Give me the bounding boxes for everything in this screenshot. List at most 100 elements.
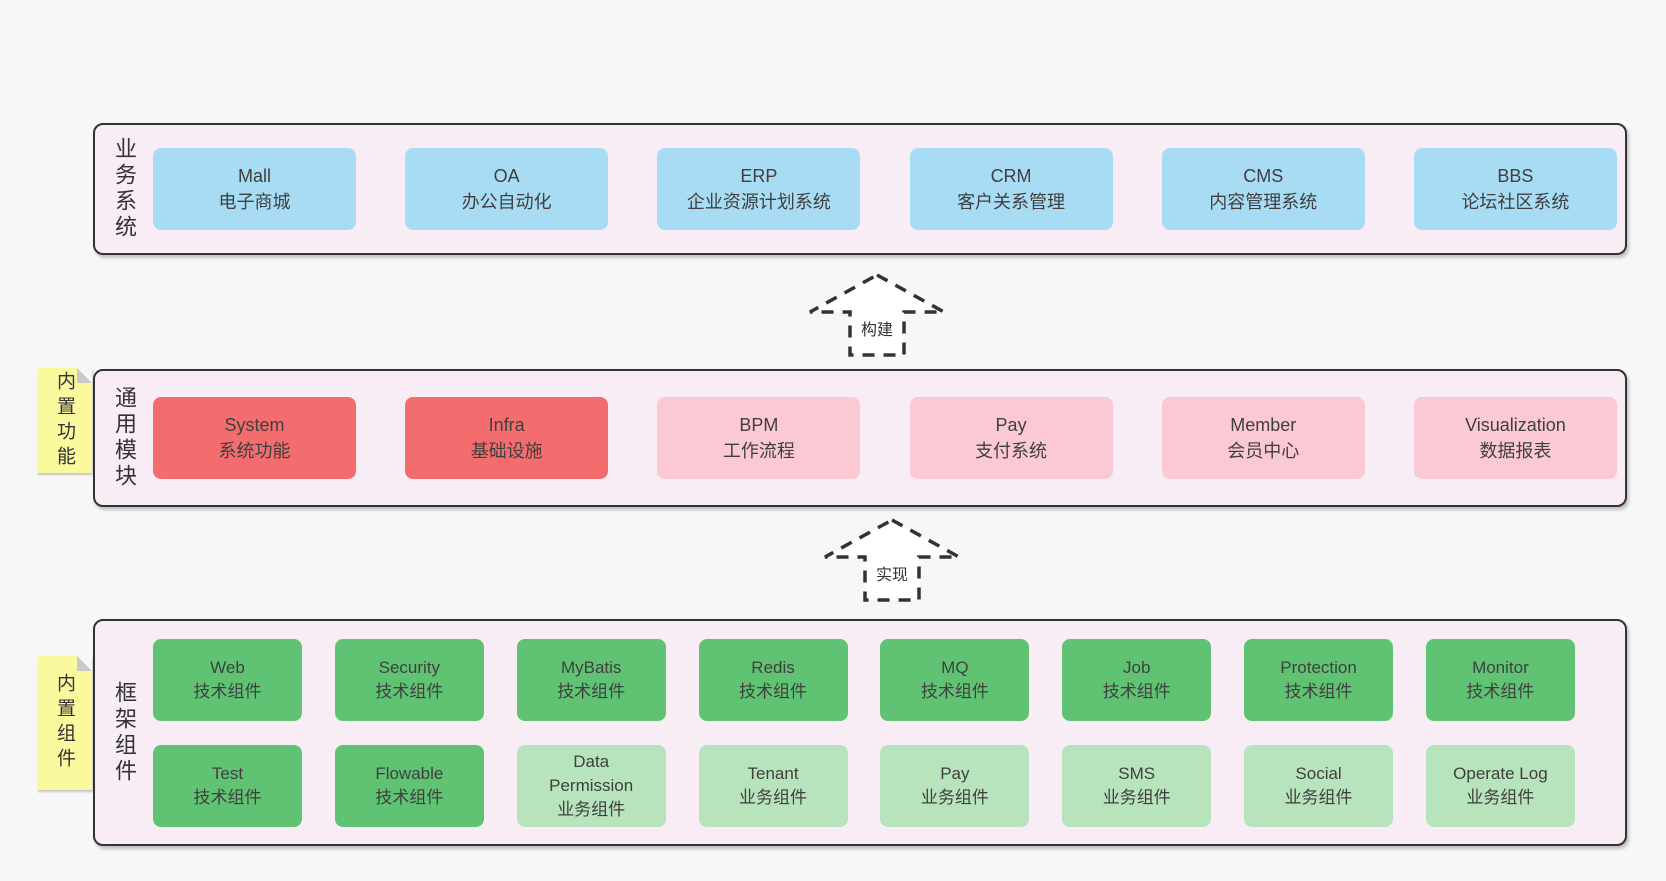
box-subtitle: 技术组件 [557, 681, 626, 701]
box-subtitle: 客户关系管理 [957, 192, 1066, 212]
arrow-build-label: 构建 [857, 316, 897, 340]
section-framework-components: 框架组件 Web 技术组件 Security 技术组件 MyBatis 技术组件… [93, 619, 1627, 846]
box-subtitle: 技术组件 [193, 681, 262, 701]
box-social: Social 业务组件 [1244, 744, 1394, 827]
box-subtitle: 电子商城 [218, 192, 291, 212]
box-oa: OA 办公自动化 [405, 148, 609, 230]
modules-box-row: System 系统功能 Infra 基础设施 BPM 工作流程 Pay 支付系统… [153, 371, 1617, 505]
box-subtitle: 业务组件 [920, 787, 989, 807]
box-visualization: Visualization 数据报表 [1413, 397, 1617, 479]
components-grid: Web 技术组件 Security 技术组件 MyBatis 技术组件 Redi… [153, 621, 1575, 844]
box-title: BBS [1497, 166, 1534, 186]
box-subtitle: 会员中心 [1227, 441, 1300, 461]
box-sms: SMS 业务组件 [1062, 744, 1212, 827]
box-bbs: BBS 论坛社区系统 [1413, 148, 1617, 230]
box-subtitle: 业务组件 [1284, 787, 1353, 807]
box-security: Security 技术组件 [334, 638, 484, 721]
up-arrow-icon [809, 273, 945, 357]
box-infra: Infra 基础设施 [405, 397, 609, 479]
box-crm: CRM 客户关系管理 [909, 148, 1113, 230]
box-title: Security [378, 657, 441, 677]
box-subtitle: 业务组件 [1466, 787, 1535, 807]
box-operate-log: Operate Log 业务组件 [1425, 744, 1575, 827]
arrow-build: 构建 [807, 272, 947, 358]
box-title: Flowable [375, 763, 444, 783]
box-pay: Pay 业务组件 [880, 744, 1030, 827]
box-title: Test [211, 763, 244, 783]
box-erp: ERP 企业资源计划系统 [657, 148, 861, 230]
box-subtitle: 内容管理系统 [1209, 192, 1318, 212]
box-subtitle: 技术组件 [1466, 681, 1535, 701]
box-title: BPM [739, 415, 779, 435]
section-business-label: 业务系统 [112, 137, 137, 241]
section-modules-label: 通用模块 [112, 386, 137, 490]
box-subtitle: 技术组件 [1284, 681, 1353, 701]
box-title: Protection [1280, 657, 1357, 677]
sticky-note-builtin-components: 内置组件 [37, 656, 92, 790]
components-row-1: Web 技术组件 Security 技术组件 MyBatis 技术组件 Redi… [153, 638, 1575, 721]
box-pay: Pay 支付系统 [909, 397, 1113, 479]
box-test: Test 技术组件 [153, 744, 302, 827]
section-common-modules: 通用模块 System 系统功能 Infra 基础设施 BPM 工作流程 Pay… [93, 369, 1627, 507]
arrow-implement: 实现 [822, 517, 962, 603]
box-title: Monitor [1472, 657, 1529, 677]
box-title: Pay [995, 415, 1027, 435]
box-subtitle: 工作流程 [722, 441, 795, 461]
box-title: CRM [990, 166, 1032, 186]
box-mybatis: MyBatis 技术组件 [516, 638, 666, 721]
box-title: Visualization [1465, 415, 1566, 435]
box-subtitle: 技术组件 [375, 787, 444, 807]
box-mall: Mall 电子商城 [153, 148, 356, 230]
box-subtitle: 基础设施 [470, 441, 543, 461]
box-title: Operate Log [1453, 763, 1548, 783]
box-cms: CMS 内容管理系统 [1161, 148, 1365, 230]
box-mq: MQ 技术组件 [880, 638, 1030, 721]
box-subtitle: 技术组件 [1102, 681, 1171, 701]
box-title: Data Permission [549, 751, 634, 795]
box-title: Redis [751, 657, 795, 677]
box-subtitle: 业务组件 [557, 799, 626, 819]
box-protection: Protection 技术组件 [1244, 638, 1394, 721]
box-subtitle: 技术组件 [375, 681, 444, 701]
box-title: Infra [488, 415, 525, 435]
box-title: Mall [237, 166, 271, 186]
up-arrow-icon [824, 518, 960, 602]
box-web: Web 技术组件 [153, 638, 302, 721]
box-subtitle: 论坛社区系统 [1461, 192, 1570, 212]
box-system: System 系统功能 [153, 397, 356, 479]
box-bpm: BPM 工作流程 [657, 397, 861, 479]
box-job: Job 技术组件 [1062, 638, 1212, 721]
box-subtitle: 业务组件 [739, 787, 808, 807]
box-data-permission: Data Permission 业务组件 [516, 744, 666, 827]
box-title: ERP [740, 166, 778, 186]
box-subtitle: 技术组件 [739, 681, 808, 701]
sticky-note-builtin-functions: 内置功能 [37, 368, 92, 473]
components-row-2: Test 技术组件 Flowable 技术组件 Data Permission … [153, 744, 1575, 827]
box-title: Tenant [747, 763, 799, 783]
box-tenant: Tenant 业务组件 [698, 744, 848, 827]
box-subtitle: 技术组件 [193, 787, 262, 807]
box-title: Job [1123, 657, 1151, 677]
box-subtitle: 办公自动化 [461, 192, 552, 212]
box-member: Member 会员中心 [1161, 397, 1365, 479]
box-title: Web [210, 657, 245, 677]
arrow-implement-label: 实现 [872, 561, 912, 585]
box-title: Social [1295, 763, 1342, 783]
box-title: Member [1230, 415, 1297, 435]
box-title: OA [493, 166, 520, 186]
box-subtitle: 企业资源计划系统 [686, 192, 831, 212]
box-title: System [224, 415, 285, 435]
section-components-label: 框架组件 [112, 680, 137, 785]
box-monitor: Monitor 技术组件 [1425, 638, 1575, 721]
box-subtitle: 业务组件 [1102, 787, 1171, 807]
box-title: CMS [1243, 166, 1284, 186]
box-title: MyBatis [560, 657, 622, 677]
box-flowable: Flowable 技术组件 [334, 744, 484, 827]
box-title: SMS [1118, 763, 1156, 783]
box-subtitle: 数据报表 [1479, 441, 1552, 461]
business-box-row: Mall 电子商城 OA 办公自动化 ERP 企业资源计划系统 CRM 客户关系… [153, 125, 1617, 253]
box-redis: Redis 技术组件 [698, 638, 848, 721]
box-title: MQ [941, 657, 969, 677]
box-subtitle: 系统功能 [218, 441, 291, 461]
box-subtitle: 支付系统 [975, 441, 1048, 461]
